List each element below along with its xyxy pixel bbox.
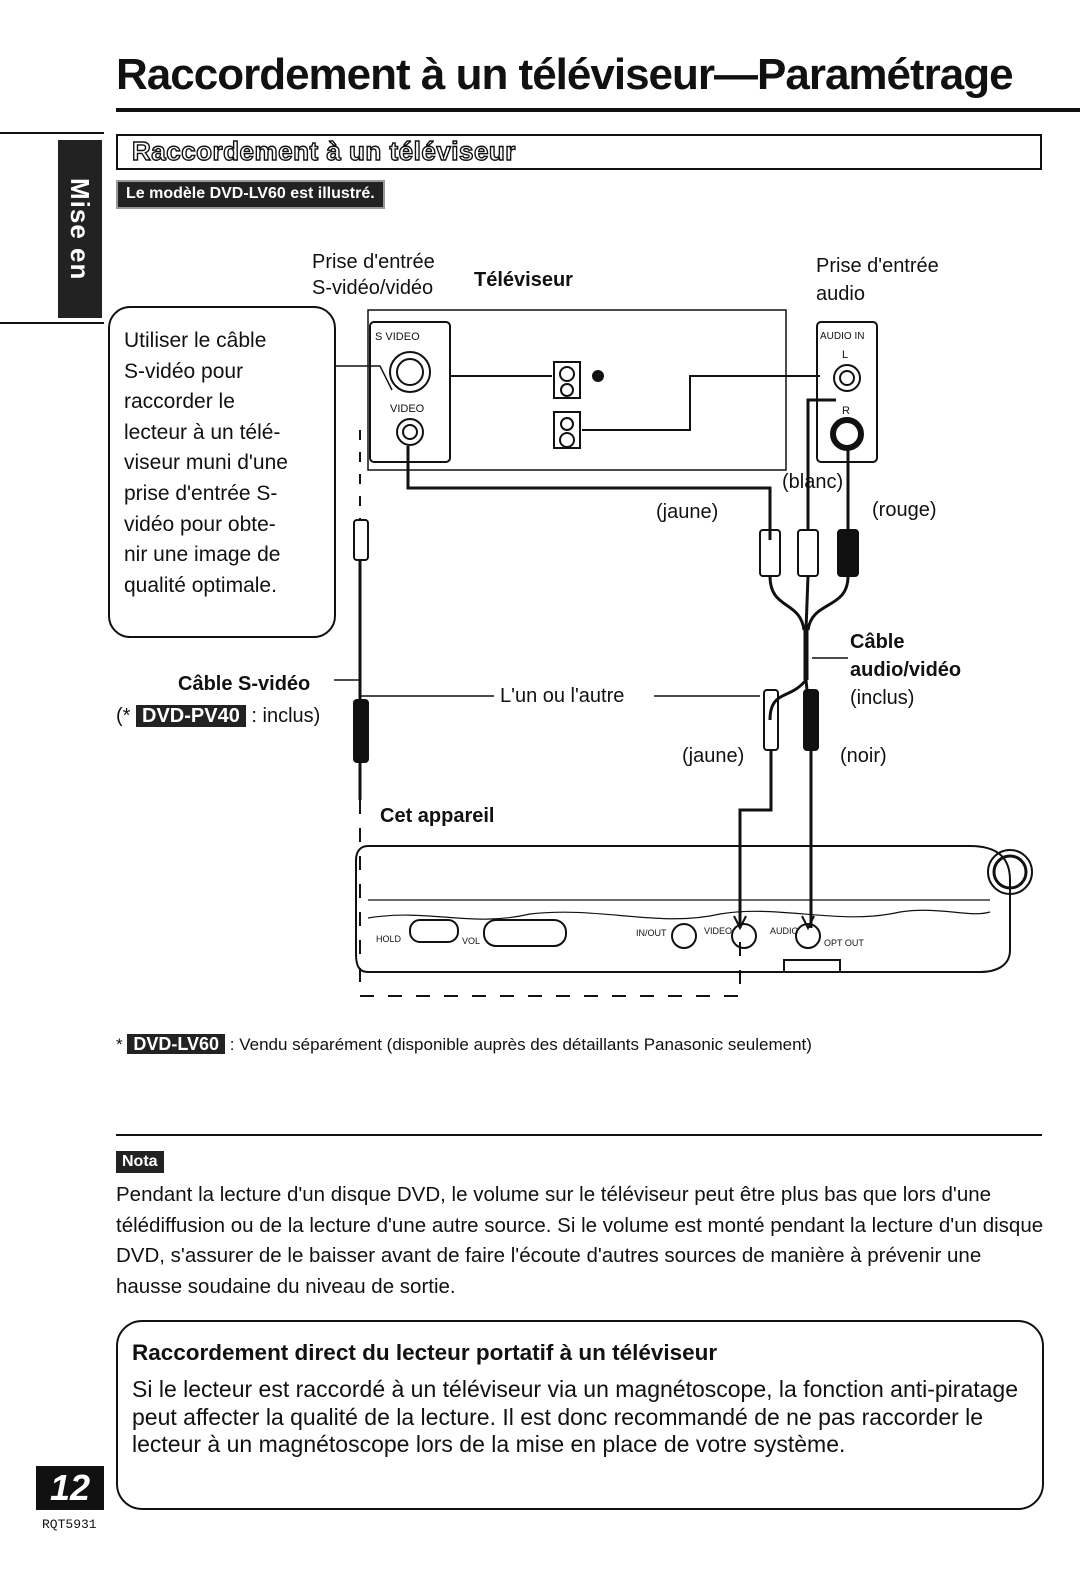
device-vol-label: VOL xyxy=(462,936,480,946)
device-audio-jack-icon xyxy=(795,923,821,949)
mini-plug-black xyxy=(803,689,819,751)
tip-heading: Raccordement direct du lecteur portatif … xyxy=(132,1340,718,1365)
svideo-cable-label: Câble S-vidéo xyxy=(178,673,311,695)
side-tab: Mise en route xyxy=(21,140,102,318)
tv-left-label: L xyxy=(842,349,848,361)
white-cable-label: (blanc) xyxy=(782,471,844,493)
section-heading-box xyxy=(116,134,1042,170)
tv-right-label: R xyxy=(842,405,850,417)
av-cable-included: (inclus) xyxy=(850,687,915,709)
note-text: Pendant la lecture d'un disque DVD, le v… xyxy=(116,1183,1044,1298)
tv-outline xyxy=(367,309,787,471)
device-video-jack-icon xyxy=(731,923,757,949)
tip-text: Si le lecteur est raccordé à un télévise… xyxy=(132,1376,1019,1457)
section-heading: Raccordement à un téléviseur xyxy=(131,135,516,166)
tv-audio-in-label: AUDIO IN xyxy=(820,331,864,342)
model-badge: Le modèle DVD-LV60 est illustré. xyxy=(116,180,385,209)
audio-input-label-line1: Prise d'entrée xyxy=(816,255,939,277)
model-tag-pv40: DVD-PV40 xyxy=(136,705,246,727)
audio-right-jack-icon xyxy=(830,417,864,451)
tip-box xyxy=(116,1320,1044,1510)
svideo-cable-note: (* DVD-PV40 : inclus) xyxy=(116,705,321,727)
svideo-input-label-line1: Prise d'entrée xyxy=(312,251,435,273)
side-tab-rule-top xyxy=(0,132,104,134)
hold-switch xyxy=(409,919,459,943)
av-cable-label-line1: Câble xyxy=(850,631,905,653)
note-rule xyxy=(116,1134,1042,1136)
device-inout-label: IN/OUT xyxy=(636,928,667,938)
inout-jack-icon xyxy=(671,923,697,949)
either-label: L'un ou l'autre xyxy=(500,685,625,707)
side-tab-rule-bottom xyxy=(0,322,104,324)
video-cable xyxy=(406,446,772,540)
device-label: Cet appareil xyxy=(380,805,495,827)
device-audio-label: AUDIO xyxy=(770,926,799,936)
note-badge: Nota xyxy=(116,1151,164,1173)
tv-label: Téléviseur xyxy=(474,269,573,291)
page-number: 12 xyxy=(36,1466,104,1510)
device-opt-out-label: OPT OUT xyxy=(824,938,864,948)
device-video-label: VIDEO xyxy=(704,926,732,936)
tv-svideo-jack-panel xyxy=(369,321,451,463)
tv-svideo-jack-label: S VIDEO xyxy=(375,331,420,343)
document-code: RQT5931 xyxy=(42,1517,97,1532)
callout-text: Utiliser le câble S-vidéo pour raccorder… xyxy=(124,329,288,597)
tv-video-jack-label: VIDEO xyxy=(390,403,425,415)
title-rule xyxy=(116,108,1080,112)
device-knob xyxy=(987,849,1033,895)
callout-box xyxy=(108,306,336,638)
red-cable-label: (rouge) xyxy=(872,499,937,521)
audio-left-jack-icon xyxy=(833,364,861,392)
device-body xyxy=(355,845,1011,973)
svideo-jack-icon xyxy=(389,351,431,393)
audio-input-label-line2: audio xyxy=(816,283,865,305)
yellow-plug-label: (jaune) xyxy=(682,745,745,767)
svideo-plug-top xyxy=(353,519,369,561)
volume-switch xyxy=(483,919,567,947)
black-plug-label: (noir) xyxy=(840,745,887,767)
connection-diagram: S VIDEO VIDEO AUDIO IN L R HOLD VOL IN/O… xyxy=(332,309,1033,997)
rca-plug-red xyxy=(837,529,859,577)
page-title: Raccordement à un téléviseur—Paramétrage xyxy=(116,50,1014,99)
yellow-cable-label: (jaune) xyxy=(656,501,719,523)
model-tag-lv60: DVD-LV60 xyxy=(127,1034,226,1054)
device-hold-label: HOLD xyxy=(376,934,402,944)
av-cable-label-line2: audio/vidéo xyxy=(850,659,962,681)
rca-plug-white xyxy=(797,529,819,577)
footnote: * DVD-LV60 : Vendu séparément (disponibl… xyxy=(116,1034,812,1054)
svideo-input-label-line2: S-vidéo/vidéo xyxy=(312,277,434,299)
svideo-plug-bottom xyxy=(353,699,369,763)
video-jack-icon xyxy=(396,418,424,446)
